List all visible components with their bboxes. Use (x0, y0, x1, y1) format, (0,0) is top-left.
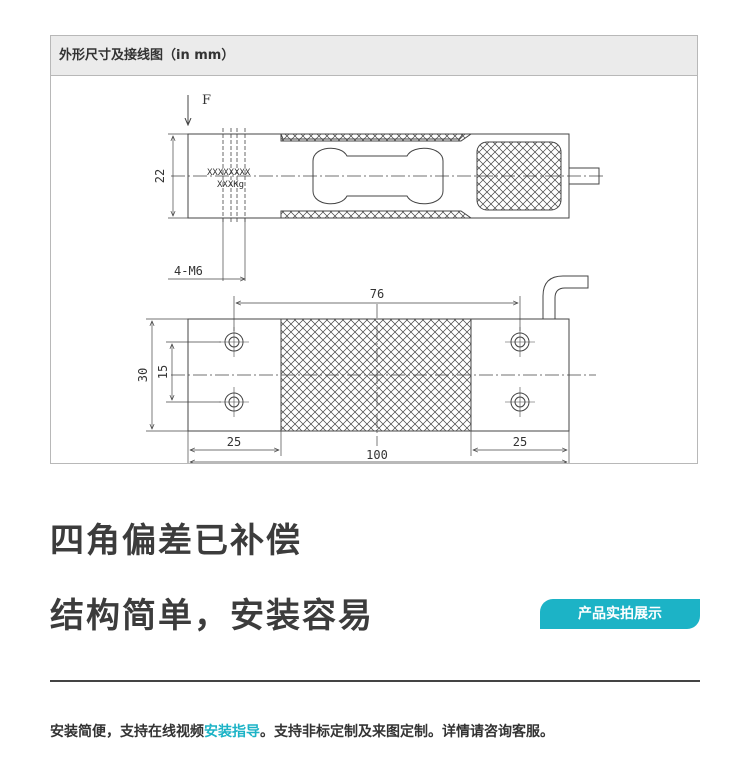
length-100-label: 100 (366, 448, 388, 462)
force-label: F (202, 93, 211, 108)
drawing-header-title: 外形尺寸及接线图（in mm） (51, 36, 697, 76)
width-15-label: 15 (156, 365, 170, 379)
installation-guide-link[interactable]: 安装指导 (204, 724, 260, 740)
engraving-kg-label: XXXKg (217, 180, 244, 190)
dimension-drawing-panel: 外形尺寸及接线图（in mm） (50, 35, 698, 464)
top-view (146, 275, 596, 463)
height-22-label: 22 (153, 169, 167, 183)
thread-label: 4-M6 (174, 264, 203, 278)
headline-simple-structure: 结构简单，安装容易 (50, 596, 374, 636)
footer-text-part2: 。支持非标定制及来图定制。详情请咨询客服。 (260, 724, 554, 740)
technical-drawing: F 22 XXXXXXXX XXXKg 4-M6 (136, 93, 606, 463)
footer-text-part1: 安装简便，支持在线视频 (50, 724, 204, 740)
width-30-label: 30 (136, 368, 150, 382)
length-76-label: 76 (370, 287, 384, 301)
section-divider (50, 680, 700, 682)
footer-note: 安装简便，支持在线视频安装指导。支持非标定制及来图定制。详情请咨询客服。 (50, 721, 554, 741)
engraving-text-label: XXXXXXXX (207, 168, 251, 178)
side-view (168, 95, 606, 281)
product-photos-button[interactable]: 产品实拍展示 (540, 599, 700, 629)
end-25-right-label: 25 (513, 435, 527, 449)
end-25-left-label: 25 (227, 435, 241, 449)
headline-compensated: 四角偏差已补偿 (50, 521, 302, 561)
